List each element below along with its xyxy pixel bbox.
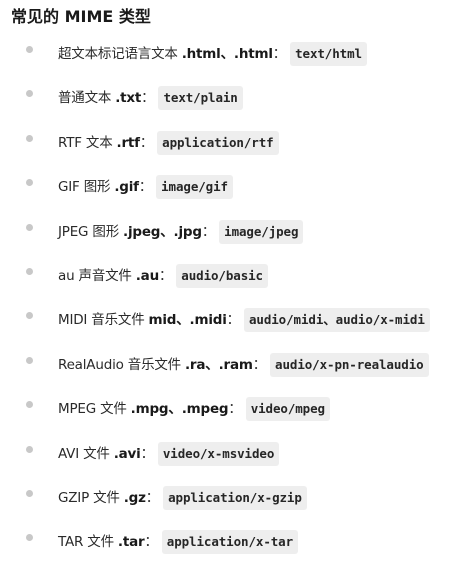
list-item: RealAudio 音乐文件 .ra、.ram ： audio/x-pn-rea… xyxy=(0,346,474,390)
list-item: GZIP 文件 .gz ： application/x-gzip xyxy=(0,479,474,523)
file-extension: .jpeg、.jpg xyxy=(123,223,202,240)
file-extension: .gz xyxy=(123,489,146,506)
file-type-description: MPEG 文件 xyxy=(58,401,127,418)
page-heading: 常见的 MIME 类型 xyxy=(11,7,151,26)
mime-type-code: text/plain xyxy=(158,86,243,111)
separator-colon: ： xyxy=(139,134,154,151)
list-item-text: GIF 图形 .gif ： image/gif xyxy=(58,174,233,200)
file-type-description: AVI 文件 xyxy=(58,445,110,462)
file-type-description: GZIP 文件 xyxy=(58,489,120,506)
separator-colon: ： xyxy=(140,445,155,462)
list-item-text: MPEG 文件 .mpg、.mpeg ： video/mpeg xyxy=(58,396,330,422)
list-item-text: RealAudio 音乐文件 .ra、.ram ： audio/x-pn-rea… xyxy=(58,352,429,378)
list-item: RTF 文本 .rtf ： application/rtf xyxy=(0,124,474,168)
file-extension: .rtf xyxy=(116,134,141,151)
separator-colon: ： xyxy=(226,312,241,329)
separator-colon: ： xyxy=(272,46,287,62)
file-type-description: 普通文本 xyxy=(58,90,112,107)
file-type-description: GIF 图形 xyxy=(58,179,111,196)
separator-colon: ： xyxy=(201,223,216,240)
list-item-text: GZIP 文件 .gz ： application/x-gzip xyxy=(58,485,307,511)
mime-type-code: application/x-tar xyxy=(161,530,299,555)
list-item: MIDI 音乐文件 mid、.midi ： audio/midi、audio/x… xyxy=(0,301,474,345)
list-item-text: RTF 文本 .rtf ： application/rtf xyxy=(58,130,279,156)
list-item: MPEG 文件 .mpg、.mpeg ： video/mpeg xyxy=(0,390,474,434)
bullet-icon xyxy=(26,312,33,320)
mime-type-code: text/html xyxy=(290,42,367,66)
mime-type-code: audio/midi、audio/x-midi xyxy=(243,308,430,333)
bullet-icon xyxy=(26,46,33,53)
file-type-description: TAR 文件 xyxy=(58,534,114,551)
bullet-icon xyxy=(26,534,33,542)
file-type-description: JPEG 图形 xyxy=(58,223,120,240)
file-type-description: MIDI 音乐文件 xyxy=(58,312,145,329)
separator-colon: ： xyxy=(141,90,155,107)
separator-colon: ： xyxy=(158,267,173,284)
bullet-icon xyxy=(26,489,33,497)
mime-type-code: image/gif xyxy=(156,175,233,200)
mime-type-code: video/x-msvideo xyxy=(157,441,280,466)
bullet-icon xyxy=(26,223,33,231)
file-extension: .txt xyxy=(115,90,142,107)
mime-type-list: 超文本标记语言文本 .html、.html ： text/html 普通文本 .… xyxy=(0,35,474,568)
separator-colon: ： xyxy=(228,401,242,418)
file-type-description: RTF 文本 xyxy=(58,134,113,151)
mime-type-code: application/rtf xyxy=(157,130,279,155)
list-item: GIF 图形 .gif ： image/gif xyxy=(0,168,474,212)
mime-type-code: audio/basic xyxy=(176,263,268,288)
file-extension: .gif xyxy=(114,179,139,196)
list-item: 普通文本 .txt ： text/plain xyxy=(0,79,474,123)
list-item-text: au 声音文件 .au ： audio/basic xyxy=(58,263,268,289)
file-type-description: RealAudio 音乐文件 xyxy=(58,356,181,373)
list-item: au 声音文件 .au ： audio/basic xyxy=(0,257,474,301)
separator-colon: ： xyxy=(145,489,160,506)
bullet-icon xyxy=(26,445,33,453)
bullet-icon xyxy=(26,267,33,275)
bullet-icon xyxy=(26,179,33,187)
mime-type-code: video/mpeg xyxy=(245,397,330,422)
bullet-icon xyxy=(26,356,33,364)
file-type-description: 超文本标记语言文本 xyxy=(58,46,178,62)
list-item-text: AVI 文件 .avi ： video/x-msvideo xyxy=(58,441,280,467)
file-extension: .ra、.ram xyxy=(184,356,253,373)
list-item-text: JPEG 图形 .jpeg、.jpg ： image/jpeg xyxy=(58,219,304,245)
list-item: TAR 文件 .tar ： application/x-tar xyxy=(0,523,474,567)
mime-type-code: audio/x-pn-realaudio xyxy=(270,352,429,377)
list-item: JPEG 图形 .jpeg、.jpg ： image/jpeg xyxy=(0,213,474,257)
bullet-icon xyxy=(26,90,33,98)
list-item-text: MIDI 音乐文件 mid、.midi ： audio/midi、audio/x… xyxy=(58,307,430,333)
separator-colon: ： xyxy=(144,534,158,551)
file-type-description: au 声音文件 xyxy=(58,267,132,284)
file-extension: .avi xyxy=(113,445,141,462)
bullet-icon xyxy=(26,401,33,409)
bullet-icon xyxy=(26,134,33,142)
separator-colon: ： xyxy=(252,356,267,373)
file-extension: .au xyxy=(135,267,159,284)
separator-colon: ： xyxy=(138,179,153,196)
mime-type-code: application/x-gzip xyxy=(163,485,307,510)
list-item-text: 普通文本 .txt ： text/plain xyxy=(58,85,243,111)
list-item: AVI 文件 .avi ： video/x-msvideo xyxy=(0,435,474,479)
mime-type-code: image/jpeg xyxy=(219,219,304,244)
list-item: 超文本标记语言文本 .html、.html ： text/html xyxy=(0,35,474,79)
file-extension: .html、.html xyxy=(181,46,273,62)
file-extension: .mpg、.mpeg xyxy=(130,401,229,418)
list-item-text: 超文本标记语言文本 .html、.html ： text/html xyxy=(58,41,367,67)
file-extension: mid、.midi xyxy=(148,312,227,329)
list-item-text: TAR 文件 .tar ： application/x-tar xyxy=(58,529,299,555)
file-extension: .tar xyxy=(117,534,145,551)
